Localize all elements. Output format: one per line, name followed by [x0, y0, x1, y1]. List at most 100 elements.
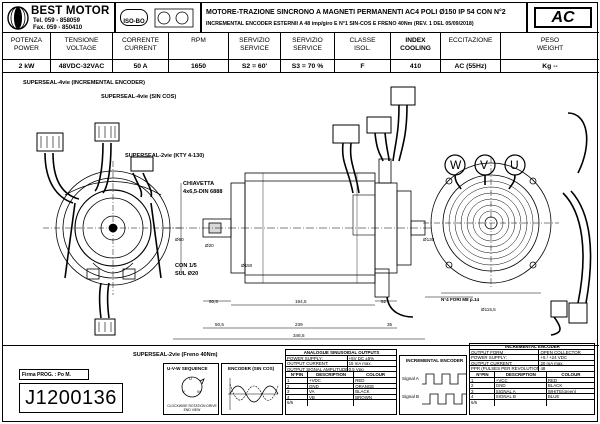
iso-box: ISO-BO [115, 3, 201, 33]
table-cell: 0.5 Vpp [348, 366, 364, 372]
uvw-title: U-V-W SEQUENCE [167, 366, 208, 371]
table-row: 5/6 [286, 400, 396, 406]
table-cell: 2 [470, 383, 495, 388]
table-row: PPR (PULSES PER REVOLUTION)48 [470, 366, 594, 372]
table-cell: COLOUR [561, 371, 581, 377]
spec-value: S2 = 60' [241, 63, 268, 70]
table-cell: INCREMENTAL ENCODER [505, 344, 560, 349]
brake-connector-right [550, 300, 568, 318]
side-view [163, 158, 433, 298]
table-row: OUTPUT SIGNAL AMPLITUDE:0.5 Vpp [286, 366, 396, 373]
certification-mark-icon [154, 8, 194, 28]
table-row: INCREMENTAL ENCODER [470, 344, 594, 350]
spec-label-en: SERVICE [240, 45, 269, 52]
table-cell: 5/6 [470, 399, 495, 406]
spec-value: 48VDC-32VAC [58, 63, 105, 70]
table-cell: SIGNAL B [495, 394, 547, 399]
spec-value: 1650 [190, 63, 207, 70]
dim-50a: 50,5 [209, 299, 218, 304]
table-cell: POWER SUPPLY: [286, 355, 348, 361]
footer-divider [3, 345, 599, 346]
dim-50b: 50,5 [215, 322, 224, 327]
motor-drawing [36, 86, 592, 340]
spec-label-en: POWER [14, 45, 39, 52]
table-cell [547, 400, 594, 406]
dim-194: 194,5 [295, 299, 307, 304]
table-cell: 15 mA max. [348, 361, 372, 366]
table-cell: BLUE [547, 394, 560, 399]
title-box: MOTORE-TRAZIONE SINCRONO A MAGNETI PERMA… [201, 3, 527, 33]
spec-value: 50 A [133, 63, 148, 70]
table-cell: N°PIN [470, 371, 495, 377]
table-row: POWER SUPPLY:+5V DC ±5% [286, 355, 396, 362]
table-cell: COLOUR [366, 372, 386, 377]
table-cell: 4 [286, 394, 308, 400]
incremental-connector-side [390, 86, 416, 106]
dim-150: Ø150 [241, 263, 253, 268]
table-cell: +VCC [495, 377, 547, 383]
table-cell: GND [308, 383, 355, 389]
dim-130: Ø130 [423, 237, 435, 242]
table-cell: 1 [470, 377, 495, 383]
encoder-connector-right [568, 302, 588, 324]
dim-239: 239 [295, 322, 303, 327]
dimension-lines [173, 183, 541, 340]
dim-115: Ø115,5 [481, 307, 496, 312]
table-row: OUTPUT CURRENT:15 mA max. [286, 361, 396, 367]
table-cell: 4 [470, 394, 495, 399]
spec-value: S3 = 70 % [291, 63, 324, 70]
signal-b-label: Signal B [402, 394, 420, 399]
connector-housings [36, 122, 154, 336]
spec-label: SERVIZIO [239, 37, 270, 44]
sincos-waveform-icon [228, 378, 279, 410]
title-line-2: INCREMENTAL ENCODER ESTERNII A 48 imp/gi… [206, 21, 474, 27]
svg-text:U: U [189, 376, 192, 381]
sincos-waveform-box: ENCODER (SIN COS) [221, 363, 283, 415]
table-cell: BROWN [355, 394, 373, 400]
callout-freno: SUPERSEAL-2vie (Freno 40Nm) [133, 352, 218, 358]
spec-label: POTENZA [10, 37, 43, 44]
spec-value: 2 kW [18, 63, 35, 70]
callout-sincos: SUPERSEAL-4vie (SIN COS) [101, 94, 177, 100]
table-cell [495, 399, 547, 406]
table-cell: +5V DC ±5% [348, 355, 375, 361]
table-cell: PPR (PULSES PER REVOLUTION) [471, 366, 540, 371]
spec-row-divider [3, 59, 599, 60]
logo-box: BEST MOTOR Tel. 059 - 858059 Fax. 059 - … [3, 3, 115, 33]
spec-label-en: WEIGHT [536, 45, 564, 52]
table-cell: +VDC [308, 377, 355, 383]
spec-label: TENSIONE [64, 37, 99, 44]
table-cell: BLACK [547, 383, 563, 388]
best-motor-logo-icon [7, 6, 29, 30]
rotation-direction-icon: U V W [181, 376, 205, 398]
table-row: ANALOGUE SINUSOIDAL OUTPUTS [286, 350, 396, 356]
incremental-waveform-icon [422, 373, 466, 405]
table-cell: GND [495, 383, 547, 388]
signal-a-label: Signal A [402, 376, 419, 381]
spec-value: Kg -- [542, 63, 558, 70]
phase-label-v: V [480, 158, 489, 172]
callout-con-diameter: SUL Ø20 [175, 271, 199, 277]
svg-text:V: V [182, 389, 185, 394]
table-cell: OUTPUT CURRENT: [286, 361, 348, 366]
table-cell: BLACK [355, 389, 370, 394]
table-cell: WHITE(green) [547, 388, 577, 394]
dim-35: 35 [387, 322, 393, 327]
